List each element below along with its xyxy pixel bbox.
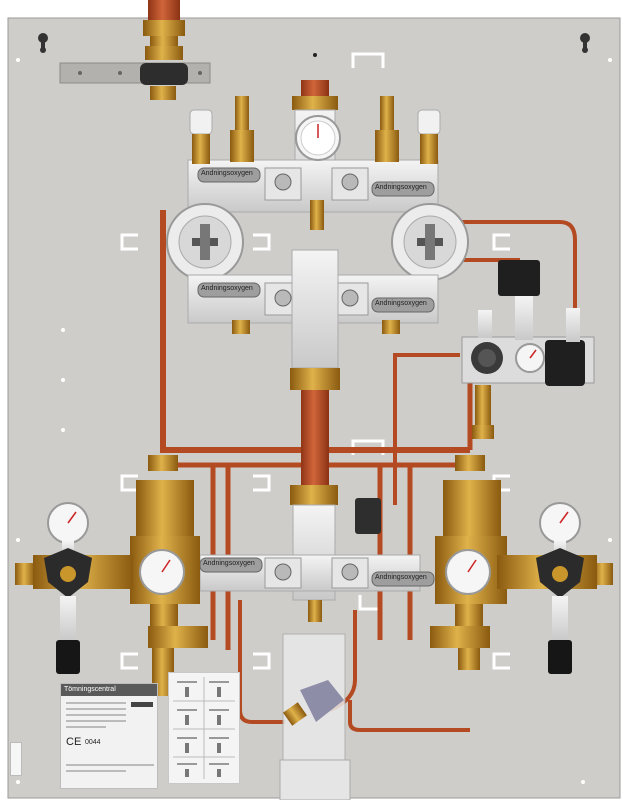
keyhole-hanger-left — [38, 33, 48, 53]
top-pressure-gauge — [295, 115, 341, 161]
pressure-switch-assembly — [461, 260, 595, 439]
mounting-holes — [16, 53, 612, 784]
safety-valves-top — [189, 96, 441, 164]
right-cylinder-valve — [497, 502, 613, 674]
instruction-diagram — [173, 677, 235, 779]
bottom-check-valve — [279, 633, 351, 800]
regulator-label-mid-left: Andningsoxygen — [201, 285, 253, 292]
right-cylinder-regulator — [430, 455, 507, 670]
regulator-label-low-right: Andningsoxygen — [375, 574, 427, 581]
regulator-label-low-left: Andningsoxygen — [203, 560, 255, 567]
ce-code: 0044 — [85, 739, 101, 746]
nameplate-footer-lines — [66, 764, 154, 776]
middle-valve-block — [187, 249, 439, 390]
regulator-label-mid-right: Andningsoxygen — [375, 300, 427, 307]
manufacturer-logo — [131, 702, 153, 707]
nameplate-title: Tömningscentral — [61, 684, 157, 696]
nameplate-text-lines — [66, 702, 126, 732]
regulator-label-top-left: Andningsoxygen — [201, 170, 253, 177]
copper-piping — [154, 40, 577, 732]
ce-mark: CE — [66, 736, 82, 748]
instruction-card — [168, 672, 240, 784]
keyhole-hanger-right — [580, 33, 590, 53]
nameplate: Tömningscentral CE 0044 — [60, 683, 158, 789]
regulator-disc-left — [166, 203, 244, 281]
regulator-label-top-right: Andningsoxygen — [375, 184, 427, 191]
left-cylinder-valve — [15, 502, 133, 674]
lower-valve-block — [199, 485, 435, 622]
side-tag — [10, 742, 22, 776]
regulator-disc-right — [391, 203, 469, 281]
top-inlet-fitting — [143, 0, 185, 100]
